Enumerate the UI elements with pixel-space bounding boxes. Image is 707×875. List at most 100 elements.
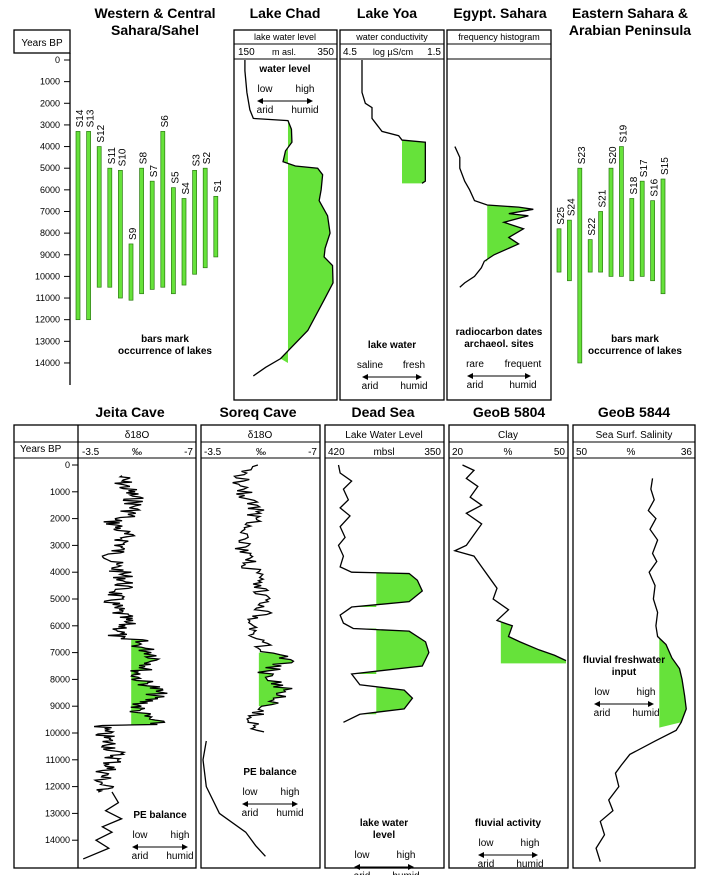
lake-bar-label: S22: [587, 217, 598, 235]
lake-bar-s24: [567, 219, 572, 282]
jeita-tail-curve: [82, 791, 124, 860]
geob5844-subtitle: Sea Surf. Salinity: [596, 430, 673, 441]
lake-bar-label: S21: [598, 189, 609, 207]
lake-bar-label: S19: [618, 124, 629, 142]
lake-bar-s15: [660, 178, 666, 295]
bottom-y-tick-label: 7000: [50, 648, 70, 658]
geob5804-xmax: 50: [554, 447, 566, 458]
jeita-legend-arrowheads: [132, 844, 188, 850]
jeita-xunit: ‰: [132, 447, 142, 458]
panel-jeita-cave: [13, 424, 197, 869]
geob5844-legend-arrowheads: [594, 701, 654, 707]
lake-bar-label: S20: [608, 146, 619, 164]
panel-dead-sea: [324, 424, 445, 869]
jeita-curve: [93, 475, 168, 793]
top-y-tick-label: 9000: [40, 250, 60, 260]
lake-bar-label: S12: [96, 124, 107, 142]
lake-chad-subtitle: lake water level: [254, 32, 316, 42]
panel-lake-chad: [233, 29, 338, 401]
panel-geob-5844: [572, 424, 696, 869]
bottom-y-tick-label: 13000: [45, 808, 70, 818]
lake-bar-label: S4: [181, 182, 192, 195]
soreq-legend-low: low: [242, 787, 258, 798]
lake-bar-s20: [608, 167, 614, 277]
eastern-note: occurrence of lakes: [588, 346, 682, 357]
egypt-legend-left: arid: [467, 380, 484, 391]
lake-bar-label: S23: [577, 146, 588, 164]
soreq-curve: [232, 464, 295, 733]
lake-bar-label: S25: [556, 207, 567, 225]
dead-sea-legend-title: lake water: [360, 818, 408, 829]
top-y-tick-label: 3000: [40, 120, 60, 130]
soreq-xunit: ‰: [256, 447, 266, 458]
top-y-tick-label: 14000: [35, 358, 60, 368]
lake-bar-label: S11: [107, 147, 118, 164]
dead-sea-high-fill-1: [351, 628, 429, 675]
bottom-y-tick-label: 5000: [50, 594, 70, 604]
soreq-humid-fill: [257, 652, 294, 707]
lake-chad-curve: [244, 60, 334, 377]
title-lake-yoa: Lake Yoa: [357, 5, 417, 21]
geob5804-legend-title: fluvial activity: [475, 818, 542, 829]
title-geob-5844: GeoB 5844: [598, 404, 671, 420]
lake-chad-legend-low: low: [257, 84, 273, 95]
geob5804-curve: [452, 464, 567, 662]
lake-bar-s22: [587, 239, 593, 273]
soreq-tail-curve: [202, 740, 266, 857]
egypt-legend-title: radiocarbon dates: [456, 327, 543, 338]
geob5804-subtitle: Clay: [498, 430, 518, 441]
lake-yoa-legend-low: saline: [357, 360, 384, 371]
lake-bar-s3: [192, 170, 197, 275]
soreq-subtitle: δ18O: [248, 430, 273, 441]
title-eastern-sahara-2: Arabian Peninsula: [569, 22, 691, 38]
bottom-y-tick-label: 0: [65, 460, 70, 470]
bottom-y-tick-label: 9000: [50, 701, 70, 711]
lake-chad-humid-fill: [280, 120, 334, 363]
soreq-legend-high: high: [281, 787, 300, 798]
western-note: bars mark: [141, 334, 189, 345]
top-years-label: Years BP: [21, 38, 63, 49]
egypt-legend-right: humid: [509, 380, 536, 391]
top-y-tick-label: 8000: [40, 228, 60, 238]
top-y-tick-label: 11000: [36, 293, 60, 303]
dead-sea-legend-right: humid: [392, 871, 419, 875]
lake-bar-label: S13: [86, 109, 97, 127]
bottom-y-tick-label: 14000: [45, 835, 70, 845]
lake-bar-s9: [128, 243, 134, 301]
lake-yoa-fresh-fill: [402, 140, 426, 184]
lake-bar-s21: [598, 211, 603, 273]
lake-bar-s13: [86, 131, 91, 321]
top-y-tick-label: 6000: [40, 185, 60, 195]
geob5804-legend-right: humid: [516, 859, 543, 870]
dead-sea-legend-title: level: [373, 830, 395, 841]
dead-sea-legend-left: arid: [354, 871, 371, 875]
lake-bar-s5: [171, 187, 176, 295]
bottom-y-tick-label: 4000: [50, 567, 70, 577]
geob5844-xmin: 50: [576, 447, 588, 458]
bottom-years-label: Years BP: [20, 444, 62, 455]
top-y-tick-label: 13000: [35, 336, 60, 346]
lake-yoa-legend-title: lake water: [368, 340, 416, 351]
top-y-tick-label: 4000: [40, 142, 60, 152]
geob5844-legend-left: arid: [594, 708, 611, 719]
dead-sea-high-fill-2: [359, 687, 413, 715]
lake-bar-label: S10: [117, 148, 128, 166]
geob5844-curve: [595, 478, 687, 862]
egypt-subtitle: frequency histogram: [458, 32, 540, 42]
title-jeita-cave: Jeita Cave: [95, 404, 164, 420]
top-y-tick-label: 12000: [35, 315, 60, 325]
geob5844-legend-right: humid: [632, 708, 659, 719]
lake-chad-legend-title: water level: [258, 64, 310, 75]
dead-sea-xmax: 350: [424, 447, 441, 458]
jeita-xmax: -7: [184, 447, 193, 458]
eastern-note: bars mark: [611, 334, 659, 345]
dead-sea-xmin: 420: [328, 447, 345, 458]
geob5844-xunit: %: [627, 447, 636, 458]
lake-yoa-legend-right: humid: [400, 381, 427, 392]
lake-bar-label: S3: [192, 154, 203, 167]
lake-yoa-legend-arrowheads: [362, 374, 422, 380]
title-soreq-cave: Soreq Cave: [219, 404, 296, 420]
jeita-legend-right: humid: [166, 851, 193, 862]
lake-bar-s19: [619, 146, 624, 277]
